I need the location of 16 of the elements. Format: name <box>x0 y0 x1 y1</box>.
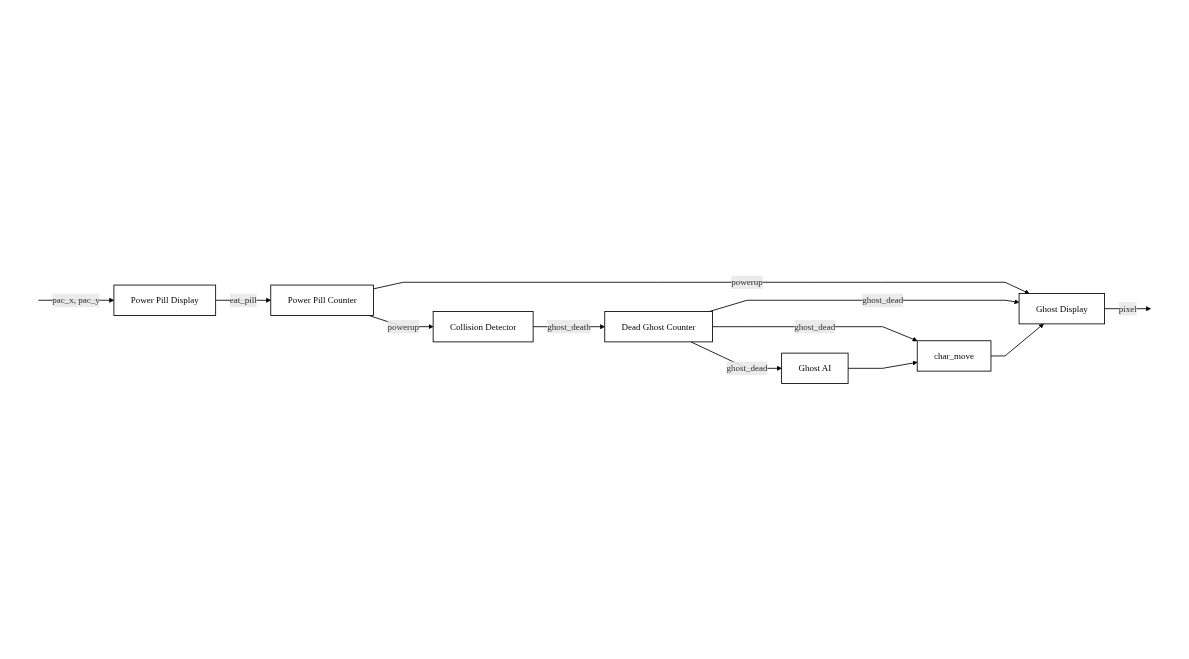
node-box: Collision Detector <box>432 311 534 343</box>
edge-label: pixel <box>1118 303 1137 314</box>
node-box: Dead Ghost Counter <box>604 311 713 343</box>
edge-label: pac_x, pac_y <box>52 295 100 305</box>
node-box: char_move <box>916 340 992 372</box>
node-box: Power Pill Counter <box>270 284 374 316</box>
node-box: Ghost AI <box>781 352 849 384</box>
edge-label: eat_pill <box>229 295 257 305</box>
edge-label: ghost_death <box>547 321 591 332</box>
edge-label: powerup <box>731 277 763 287</box>
edge-label: ghost_dead <box>794 321 836 332</box>
node-box: Power Pill Display <box>113 284 217 316</box>
edge-label: ghost_dead <box>862 295 904 305</box>
edge-label: powerup <box>387 321 420 332</box>
node-box: Ghost Display <box>1018 293 1105 325</box>
edge-label: ghost_dead <box>726 363 768 373</box>
